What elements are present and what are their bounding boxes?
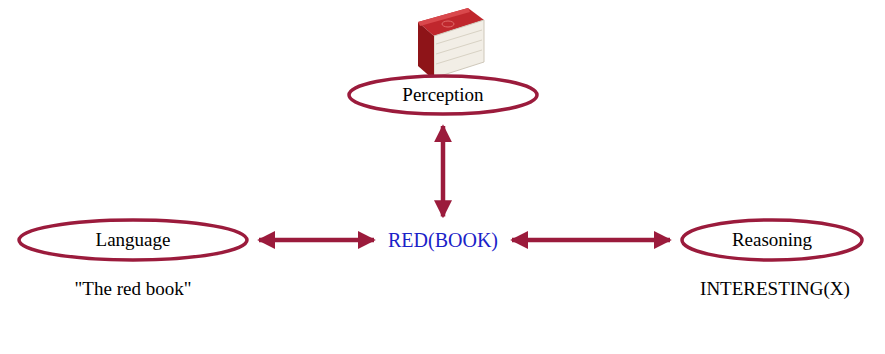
caption-label: "The red book"	[75, 278, 192, 300]
node-text: Perception	[402, 84, 483, 106]
node-text: Language	[96, 229, 171, 251]
double-arrow	[259, 238, 374, 243]
node-text: RED(BOOK)	[388, 229, 498, 252]
double-arrow	[512, 238, 670, 243]
book-illustration	[418, 8, 484, 80]
formula-node: RED(BOOK)	[384, 227, 502, 254]
caption-label: INTERESTING(X)	[700, 278, 850, 300]
concept-ellipse: Perception	[347, 74, 539, 116]
node-text: Reasoning	[732, 229, 812, 251]
double-arrow	[441, 126, 446, 217]
concept-ellipse: Language	[17, 218, 249, 262]
concept-ellipse: Reasoning	[680, 218, 864, 262]
